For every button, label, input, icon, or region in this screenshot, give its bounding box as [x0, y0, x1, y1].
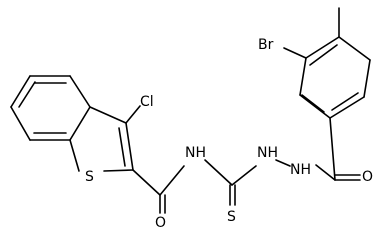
thiourea-linker	[204, 159, 257, 206]
atom-sulfur-ring: S	[85, 169, 94, 185]
bromotolyl-ring	[299, 36, 371, 181]
atom-nh-hydrazine-left: NH	[257, 145, 278, 161]
hydrazide-link	[275, 159, 361, 181]
chemical-structure-canvas: Cl S O NH S NH NH O Br	[10, 7, 374, 231]
benzothiophene-thiophene-ring	[69, 106, 134, 172]
chloro-substituent	[125, 105, 141, 124]
atom-oxygen-hydrazide: O	[362, 169, 373, 185]
amide-carbonyl	[132, 165, 185, 214]
atom-nh-hydrazine-right: NH	[290, 162, 311, 178]
atom-oxygen-amide: O	[155, 215, 166, 231]
benzothiophene-benzene-ring	[10, 75, 91, 141]
molecule-drawing: Cl S O NH S NH NH O Br	[10, 7, 373, 231]
atom-bromine: Br	[258, 37, 274, 53]
atom-nh-amide: NH	[185, 145, 206, 161]
atom-sulfur-thione: S	[227, 209, 236, 225]
bromo-substituent	[283, 47, 307, 59]
atom-chlorine: Cl	[140, 94, 154, 110]
